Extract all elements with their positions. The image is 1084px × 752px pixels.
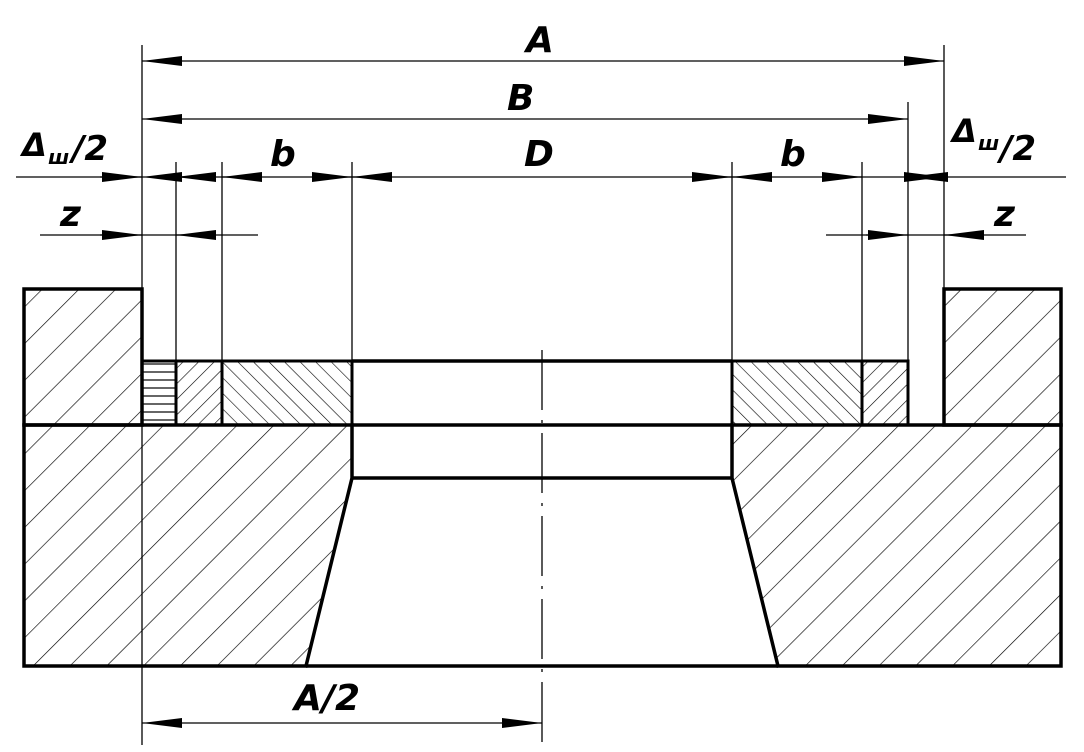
delta-sub-left: ш (48, 145, 69, 169)
ring-shim-right (860, 359, 910, 427)
base-left-section (22, 423, 354, 668)
delta-half-right: /2 (996, 129, 1036, 169)
label-b-right: b (780, 134, 806, 175)
delta-half-left: /2 (68, 129, 108, 169)
base-right-section (730, 423, 1063, 668)
extension-lines (141, 45, 945, 745)
dimension-lines (16, 56, 1066, 728)
side-walls (22, 287, 1063, 427)
label-delta-right: Δ ш /2 (949, 112, 1036, 169)
ring-shim-left (174, 359, 224, 427)
right-wall (942, 287, 1063, 427)
label-b: B (507, 78, 534, 119)
ring-body-left (220, 359, 354, 427)
dimension-labels: A B D b b z z A/2 Δ ш /2 Δ ш /2 (19, 20, 1036, 719)
label-d: D (524, 134, 554, 175)
label-a-half: A/2 (291, 678, 360, 719)
delta-symbol-right: Δ (949, 112, 977, 150)
ring-gap-left (140, 359, 178, 427)
label-delta-left: Δ ш /2 (19, 126, 108, 169)
label-z-left: z (59, 194, 82, 235)
delta-symbol-left: Δ (19, 126, 47, 164)
label-b-left: b (270, 134, 296, 175)
left-wall (22, 287, 144, 427)
label-z-right: z (993, 194, 1016, 235)
insert-ring (140, 359, 910, 427)
ring-body-right (730, 359, 864, 427)
label-a: A (523, 20, 554, 61)
delta-sub-right: ш (978, 131, 999, 155)
base-plate (22, 423, 1063, 668)
